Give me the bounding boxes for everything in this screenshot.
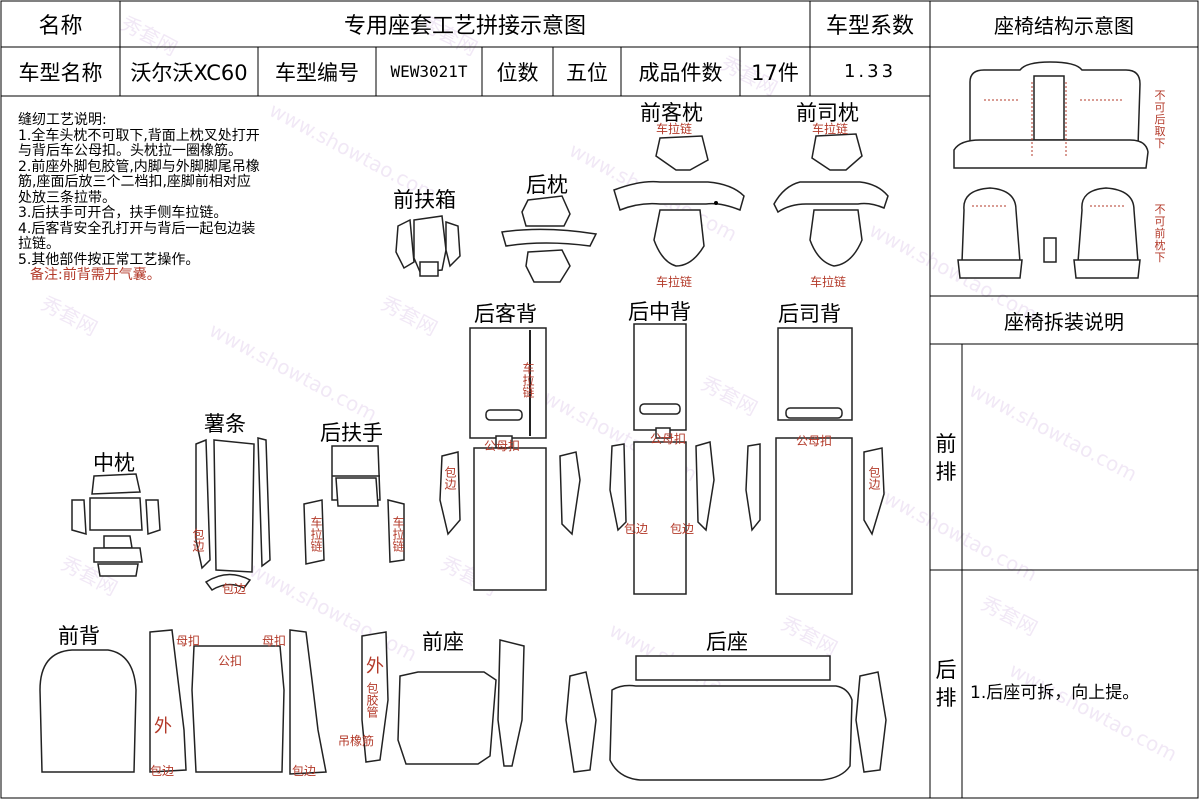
front-passenger-pillow-title: 前客枕 <box>640 101 703 125</box>
front-back-pieces <box>39 629 327 775</box>
notes-line: 与背后车公母扣。头枕拉一圈橡筋。 <box>18 143 242 159</box>
notes-remark: 备注:前背需开气囊。 <box>30 267 161 283</box>
rubber-tube-mark: 包胶管 <box>365 682 379 718</box>
front-driver-pillow-pieces <box>773 133 889 267</box>
notes-line: 5.其他部件按正常工艺操作。 <box>18 251 200 268</box>
front-seat-title: 前座 <box>422 630 464 654</box>
notes-line: 拉链。 <box>18 236 60 252</box>
rear-pillow-title: 后枕 <box>526 173 568 197</box>
outer-mark: 外 <box>366 656 384 677</box>
edging-mark: 包边 <box>222 582 247 596</box>
notes-line: 2.前座外脚包胶管,内脚与外脚脚尾吊橡 <box>18 158 260 175</box>
structure-title: 座椅结构示意图 <box>994 13 1134 38</box>
edging-mark: 包边 <box>443 466 457 490</box>
coef-value: 1.33 <box>843 61 897 82</box>
zipper-mark: 车拉链 <box>656 275 693 289</box>
rear-seat-pieces <box>565 655 887 781</box>
edging-mark: 包边 <box>292 764 317 778</box>
rear-armrest-title: 后扶手 <box>320 421 383 445</box>
strip-title: 薯条 <box>204 412 246 436</box>
front-structure-note: 不可前枕下 <box>1154 203 1166 264</box>
seats-label: 位数 <box>496 60 539 85</box>
zipper-vertical-mark: 车拉链 <box>391 516 405 552</box>
rear-passenger-back-title: 后客背 <box>474 302 537 326</box>
front-seat-pieces <box>361 631 525 767</box>
notes-line: 3.后扶手可开合，扶手侧车拉链。 <box>18 205 228 221</box>
zipper-mark: 车拉链 <box>810 275 847 289</box>
page-title: 专用座套工艺拼接示意图 <box>343 14 586 39</box>
elastic-mark: 吊橡筋 <box>338 734 375 748</box>
rear-middle-back-pieces <box>609 323 715 595</box>
seats-value: 五位 <box>566 60 608 85</box>
rear-seat-title: 后座 <box>706 630 748 654</box>
middle-pillow-pieces <box>71 473 161 577</box>
notes-heading: 缝纫工艺说明: <box>18 112 107 128</box>
car-code-label: 车型编号 <box>275 60 359 85</box>
outer-mark: 外 <box>154 716 172 737</box>
rear-armrest-pieces <box>303 445 405 565</box>
rear-driver-back-title: 后司背 <box>778 302 841 326</box>
snap-mark: 公母扣 <box>796 434 833 448</box>
car-name-label: 车型名称 <box>18 60 103 85</box>
snap-mark: 公母扣 <box>484 439 521 453</box>
zipper-mark: 车拉链 <box>812 122 849 136</box>
rear-seat-structure-sketch <box>953 61 1149 169</box>
pieces-label: 成品件数 <box>638 60 723 85</box>
zipper-vertical-mark: 车拉链 <box>521 362 535 398</box>
notes-line: 1.全车头枕不可取下,背面上枕叉处打开 <box>18 127 260 144</box>
front-back-title: 前背 <box>58 624 100 648</box>
name-label: 名称 <box>38 14 83 39</box>
front-seat-structure-sketch <box>957 187 1141 279</box>
edging-mark: 包边 <box>670 522 695 536</box>
female-snap-mark: 母扣 <box>262 634 287 648</box>
disassembly-title: 座椅拆装说明 <box>1004 309 1124 334</box>
edging-mark: 包边 <box>150 764 175 778</box>
strip-pieces <box>195 437 271 592</box>
sewing-notes: 缝纫工艺说明: 1.全车头枕不可取下,背面上枕叉处打开 与背后车公母扣。头枕拉一… <box>18 112 368 284</box>
rear-structure-note: 不可后取下 <box>1154 89 1166 150</box>
rear-row-label: 后排 <box>935 658 957 710</box>
notes-line: 处放三条拉带。 <box>18 189 116 206</box>
edging-mark: 包边 <box>624 522 649 536</box>
male-snap-mark: 公扣 <box>218 654 243 668</box>
front-row-label: 前排 <box>935 432 957 484</box>
female-snap-mark: 母扣 <box>176 634 201 648</box>
front-armbox-pieces <box>395 215 461 277</box>
car-code-value: WEW3021T <box>390 62 468 81</box>
rear-pillow-pieces <box>501 195 598 283</box>
edging-mark: 包边 <box>191 528 205 552</box>
middle-pillow-title: 中枕 <box>93 451 135 475</box>
front-armbox-title: 前扶箱 <box>393 188 456 212</box>
front-passenger-pillow-pieces <box>613 135 745 267</box>
pieces-value: 17件 <box>751 60 799 85</box>
coef-label: 车型系数 <box>825 14 914 39</box>
car-name-value: 沃尔沃XC60 <box>130 60 248 85</box>
notes-line: 筋,座面后放三个二档扣,座脚前相对应 <box>18 174 251 190</box>
rear-middle-back-title: 后中背 <box>628 300 691 324</box>
edging-mark: 包边 <box>867 466 881 490</box>
snap-mark: 公母扣 <box>650 432 687 446</box>
rear-row-instruction: 1.后座可拆，向上提。 <box>970 683 1140 703</box>
notes-line: 4.后客背安全孔打开与背后一起包边装 <box>18 220 256 237</box>
rear-passenger-back-pieces <box>439 327 581 591</box>
rear-driver-back-pieces <box>745 327 885 595</box>
zipper-vertical-mark: 车拉链 <box>309 516 323 552</box>
zipper-mark: 车拉链 <box>656 122 693 136</box>
front-driver-pillow-title: 前司枕 <box>796 101 859 125</box>
